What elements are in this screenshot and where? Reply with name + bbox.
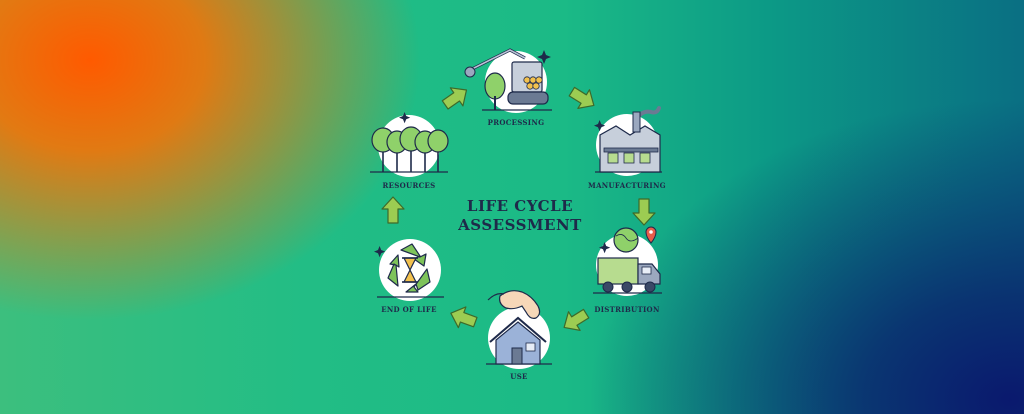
arrow-processing-to-manufacturing xyxy=(565,81,601,116)
arrow-distribution-to-use xyxy=(557,303,593,338)
resources-icon xyxy=(370,112,449,177)
stage-label-distribution: DISTRIBUTION xyxy=(594,305,660,314)
use-icon xyxy=(486,290,552,369)
processing-icon xyxy=(464,48,552,113)
stage-label-manufacturing: MANUFACTURING xyxy=(588,181,666,190)
stage-label-use: USE xyxy=(510,372,528,381)
arrow-resources-to-processing xyxy=(438,80,474,115)
diagram-title-line-1: LIFE CYCLE xyxy=(466,197,574,215)
diagram-title-line-2: ASSESSMENT xyxy=(458,216,582,234)
distribution-icon xyxy=(593,226,662,296)
stage-label-processing: PROCESSING xyxy=(487,118,545,127)
arrow-end-of-life-to-resources xyxy=(381,196,405,224)
stage-label-resources: RESOURCES xyxy=(382,181,436,190)
end-of-life-icon xyxy=(374,239,444,301)
arrow-use-to-end-of-life xyxy=(446,302,480,334)
arrow-manufacturing-to-distribution xyxy=(632,198,656,226)
manufacturing-icon xyxy=(594,106,662,176)
stage-label-end-of-life: END OF LIFE xyxy=(381,305,437,314)
